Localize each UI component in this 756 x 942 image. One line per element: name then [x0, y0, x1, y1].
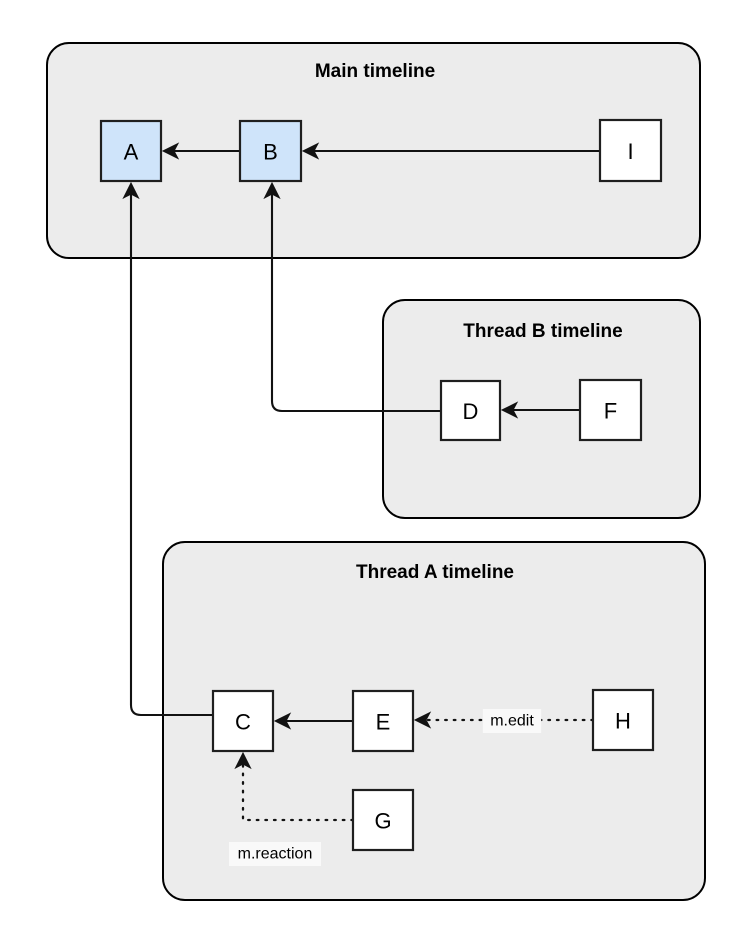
edge-label-halo-G-to-C: [229, 842, 321, 866]
swimlane-title-thread_a: Thread A timeline: [356, 562, 514, 583]
event-node-box-B[interactable]: [238, 119, 303, 183]
event-node-label-A: A: [124, 140, 139, 165]
arrow-B-to-A: [161, 142, 180, 160]
event-node-label-F: F: [604, 399, 617, 424]
event-node-B[interactable]: B: [238, 119, 303, 183]
event-node-C[interactable]: C: [211, 689, 275, 753]
event-node-box-A[interactable]: [99, 119, 163, 183]
arrow-G-to-C: [234, 751, 252, 770]
arrowhead-group: [122, 142, 519, 770]
event-node-label-C: C: [235, 710, 251, 735]
edge-label-H-to-E: m.edit: [482, 709, 542, 733]
event-node-box-G[interactable]: [351, 788, 415, 852]
arrow-C-to-A: [122, 181, 140, 200]
event-node-group: A B I D F C E H G: [99, 118, 663, 852]
event-node-box-I[interactable]: [598, 118, 663, 183]
edge-label-group: m.edit m.reaction: [229, 709, 542, 866]
arrow-E-to-C: [273, 712, 292, 730]
arrow-F-to-D: [500, 401, 519, 419]
arrow-H-to-E: [413, 711, 432, 729]
event-node-label-H: H: [615, 709, 631, 734]
event-node-D[interactable]: D: [439, 379, 502, 442]
edge-label-G-to-C: m.reaction: [229, 842, 321, 866]
event-node-I[interactable]: I: [598, 118, 663, 183]
event-node-label-B: B: [263, 140, 278, 165]
event-node-G[interactable]: G: [351, 788, 415, 852]
edge-C-to-A: [129, 189, 213, 717]
event-node-label-G: G: [374, 809, 391, 834]
swimlane-title-thread_b: Thread B timeline: [463, 321, 622, 342]
event-node-box-H[interactable]: [591, 688, 655, 752]
event-node-F[interactable]: F: [578, 378, 643, 442]
event-node-H[interactable]: H: [591, 688, 655, 752]
edge-D-to-B: [270, 189, 441, 413]
event-node-label-I: I: [627, 139, 633, 164]
swimlane-title-main: Main timeline: [315, 61, 435, 82]
event-node-box-F[interactable]: [578, 378, 643, 442]
edge-label-text-G-to-C: m.reaction: [238, 846, 313, 863]
arrow-I-to-B: [301, 142, 320, 160]
edge-label-text-H-to-E: m.edit: [490, 713, 534, 730]
event-node-E[interactable]: E: [351, 689, 415, 753]
edge-G-to-C: [241, 757, 355, 822]
event-node-label-D: D: [463, 399, 479, 424]
event-node-box-C[interactable]: [211, 689, 275, 753]
swimlane-thread_a: Thread A timeline: [162, 541, 706, 901]
event-node-label-E: E: [376, 710, 391, 735]
event-node-box-D[interactable]: [439, 379, 502, 442]
edge-label-halo-H-to-E: [482, 709, 542, 733]
swimlane-box-thread_a: [162, 541, 706, 901]
event-node-box-E[interactable]: [351, 689, 415, 753]
arrow-D-to-B: [263, 181, 281, 200]
event-node-A[interactable]: A: [99, 119, 163, 183]
